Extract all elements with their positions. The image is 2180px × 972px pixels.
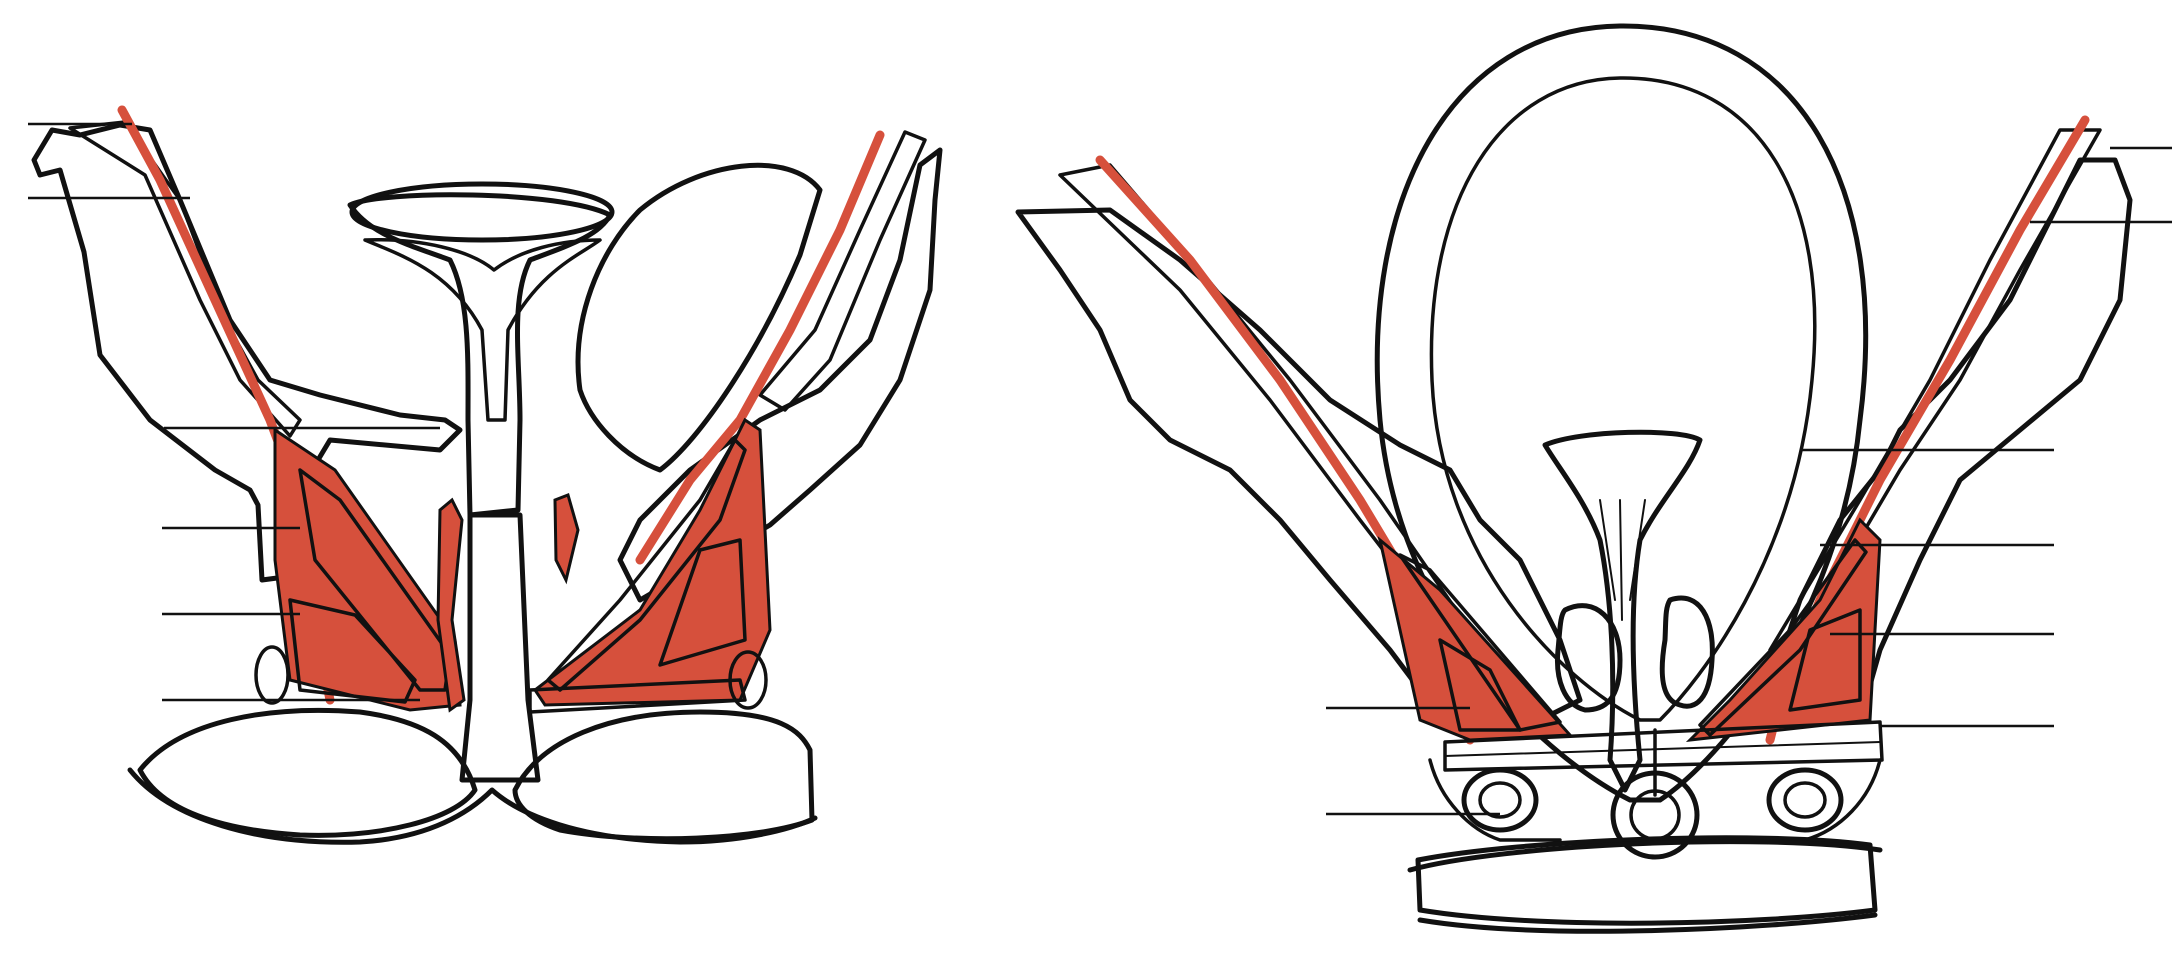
vagina	[459, 512, 541, 783]
perineal-membrane-midline	[1444, 741, 1881, 757]
right-seminal-vesicle	[1659, 595, 1715, 709]
left-bulbospongiosus	[1461, 767, 1539, 833]
uterine-cavity	[363, 238, 602, 422]
perineal-skin-right-panel	[1407, 839, 1883, 934]
right-ischioanal-fat	[512, 709, 815, 842]
right-panel-right-levator-muscle	[1698, 538, 1868, 737]
left-seminal-vesicle	[1554, 603, 1623, 713]
left-pudendal-canal	[254, 645, 290, 705]
right-section-figure	[1015, 23, 2172, 934]
left-levator-muscle	[298, 468, 452, 692]
left-perineal-skin	[127, 767, 818, 845]
left-panel-right-fascia	[635, 130, 885, 565]
urethra-funnel-lines	[1599, 499, 1646, 621]
left-panel-perineal-membrane	[528, 678, 747, 714]
left-obturator-muscle	[68, 120, 302, 438]
perineal-fat-band	[1415, 835, 1878, 926]
right-bulbospongiosus	[1766, 767, 1844, 833]
left-panel-right-obturator	[758, 130, 927, 412]
bladder-funnel	[1542, 429, 1703, 793]
right-panel-right-fossa	[1788, 608, 1862, 712]
right-panel-left-fossa	[1438, 638, 1522, 732]
left-panel-right-fossa	[658, 538, 747, 667]
uterus-fundus	[349, 181, 615, 243]
right-panel-left-pelvic-bone	[1015, 207, 1583, 723]
perineal-membrane	[1443, 720, 1884, 772]
left-panel-right-levator-fascia	[532, 417, 772, 707]
left-pelvic-bone	[31, 122, 463, 583]
right-adnexa	[575, 162, 823, 473]
left-section-figure	[28, 105, 943, 845]
left-ischiorectal-fossa	[288, 598, 417, 704]
left-inner-fascia	[436, 497, 466, 713]
left-panel-right-pelvic-bone	[617, 147, 943, 603]
left-inner-fascia-right	[553, 493, 580, 585]
left-ischioanal-fat	[137, 707, 478, 838]
left-levator-fascia	[273, 427, 462, 712]
peritoneum-inner	[1429, 76, 1817, 722]
right-panel-left-levator-muscle	[1398, 553, 1562, 732]
uterus-body	[347, 192, 613, 518]
right-panel-right-levator-fascia	[1685, 517, 1882, 742]
